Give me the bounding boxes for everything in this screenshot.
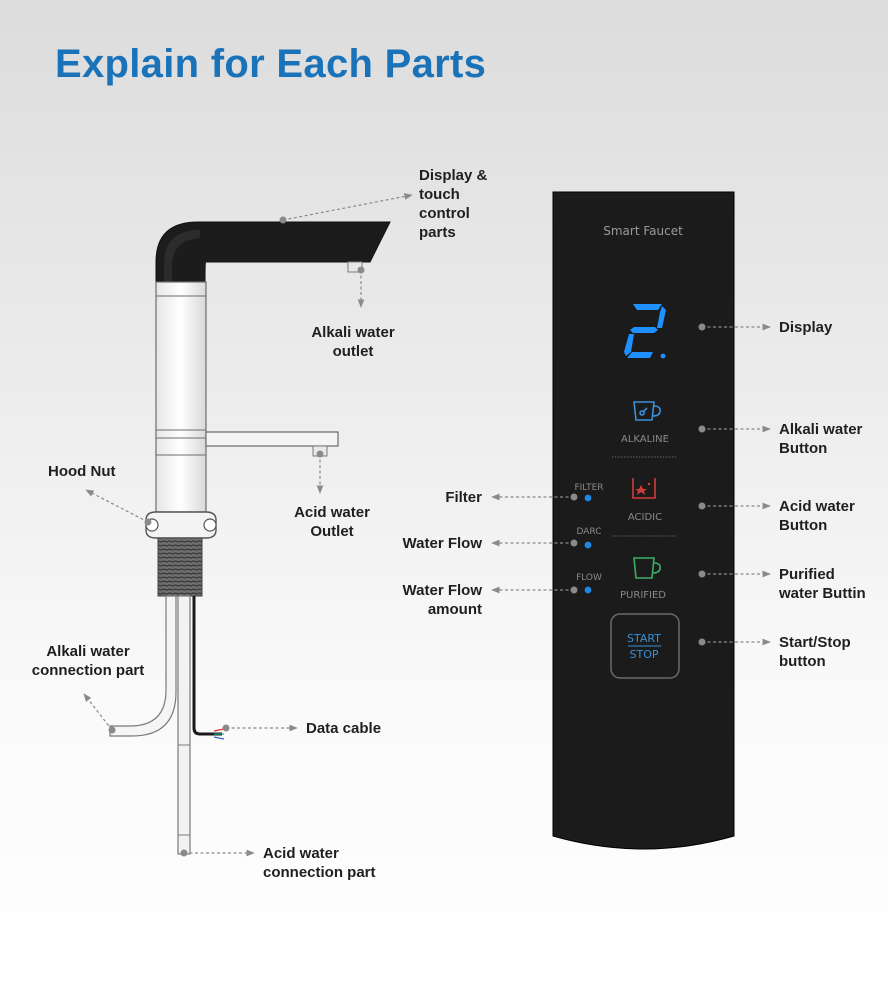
acid-connection-pipe <box>177 595 191 855</box>
label-purified-button: Purified water Buttin <box>779 566 866 602</box>
filter-indicator: FILTER <box>574 483 604 502</box>
label-alkali-button: Alkali water Button <box>779 421 863 457</box>
start-stop-button[interactable]: START STOP <box>610 613 680 679</box>
acidic-label: ACIDIC <box>628 512 662 523</box>
alkaline-button[interactable]: ALKALINE <box>612 401 676 458</box>
control-panel: Smart Faucet ALKALINE <box>552 191 735 850</box>
purified-cup-icon <box>633 557 661 579</box>
filter-indicator-dot <box>584 494 592 502</box>
label-alkali-connection: Alkali water connection part <box>31 643 145 679</box>
label-water-flow: Water Flow <box>402 535 482 552</box>
label-acid-button: Acid water Button <box>779 498 855 534</box>
label-display: Display <box>779 319 833 336</box>
label-acid-connection: Acid water connection part <box>263 845 376 881</box>
acidic-button[interactable]: ACIDIC <box>612 478 676 537</box>
panel-brand: Smart Faucet <box>603 224 683 238</box>
darc-indicator-dot <box>584 541 592 549</box>
start-label: START <box>627 632 661 645</box>
filter-indicator-label: FILTER <box>574 483 603 493</box>
leader-lines <box>83 193 771 857</box>
alkali-connection-pipe <box>109 595 177 737</box>
alkaline-cup-icon <box>633 401 661 421</box>
faucet-body <box>155 281 207 513</box>
data-cable <box>192 596 222 736</box>
alkaline-label: ALKALINE <box>621 434 669 445</box>
label-acid-outlet: Acid water Outlet <box>294 504 370 540</box>
flow-indicator: FLOW <box>576 573 602 594</box>
label-hood-nut: Hood Nut <box>48 463 116 480</box>
label-display-touch: Display & touch control parts <box>419 167 488 241</box>
darc-indicator-label: DARC <box>576 527 601 537</box>
acid-water-arm <box>205 431 339 447</box>
flow-indicator-label: FLOW <box>576 573 602 583</box>
purified-label: PURIFIED <box>620 590 666 601</box>
hood-nut <box>145 511 217 539</box>
label-alkali-outlet: Alkali water outlet <box>311 324 395 360</box>
stop-label: STOP <box>630 648 659 661</box>
label-data-cable: Data cable <box>306 720 382 737</box>
label-filter: Filter <box>445 489 482 506</box>
darc-indicator: DARC <box>576 527 602 549</box>
acidic-cup-icon <box>632 478 656 499</box>
threaded-shank <box>157 537 203 597</box>
label-water-flow-amount: Water Flow amount <box>402 582 482 618</box>
purified-button[interactable]: PURIFIED <box>620 557 666 601</box>
display-digit <box>624 304 666 359</box>
flow-indicator-dot <box>584 586 592 594</box>
page-title: Explain for Each Parts <box>55 42 487 86</box>
faucet-head <box>155 221 391 283</box>
label-start-stop-button: Start/Stop button <box>779 634 851 670</box>
